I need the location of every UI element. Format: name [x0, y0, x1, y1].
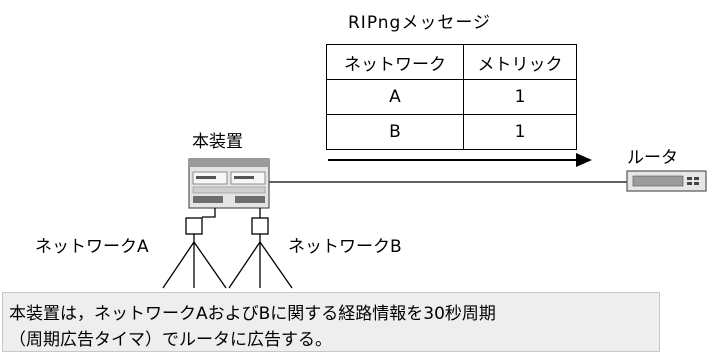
hub-a-icon	[185, 217, 203, 235]
metric-cell: 1	[463, 79, 577, 115]
table-header-row: ネットワーク メトリック	[326, 44, 577, 80]
network-cell: A	[326, 79, 464, 115]
router-icon	[626, 170, 707, 192]
ripng-message-title: RIPngメッセージ	[348, 13, 492, 33]
ripng-message-table: ネットワーク メトリック A 1 B 1	[326, 44, 577, 150]
device-label: 本装置	[192, 132, 243, 152]
network-cell: B	[326, 114, 464, 150]
router-label: ルータ	[627, 148, 678, 168]
column-header-network: ネットワーク	[326, 44, 464, 80]
device-icon	[188, 158, 270, 209]
network-a-label: ネットワークA	[35, 237, 149, 257]
explanation-note: 本装置は，ネットワークAおよびBに関する経路情報を30秒周期 （周期広告タイマ）…	[2, 292, 660, 352]
table-row: A 1	[326, 79, 577, 115]
metric-cell: 1	[463, 114, 577, 150]
device-hubA-link	[202, 208, 216, 218]
advertise-arrow	[328, 153, 592, 167]
network-b-label: ネットワークB	[288, 237, 402, 257]
note-line-1: 本装置は，ネットワークAおよびBに関する経路情報を30秒周期	[9, 304, 496, 324]
table-row: B 1	[326, 114, 577, 150]
hub-b-icon	[251, 217, 269, 235]
note-line-2: （周期広告タイマ）でルータに広告する。	[9, 330, 332, 350]
column-header-metric: メトリック	[463, 44, 577, 80]
